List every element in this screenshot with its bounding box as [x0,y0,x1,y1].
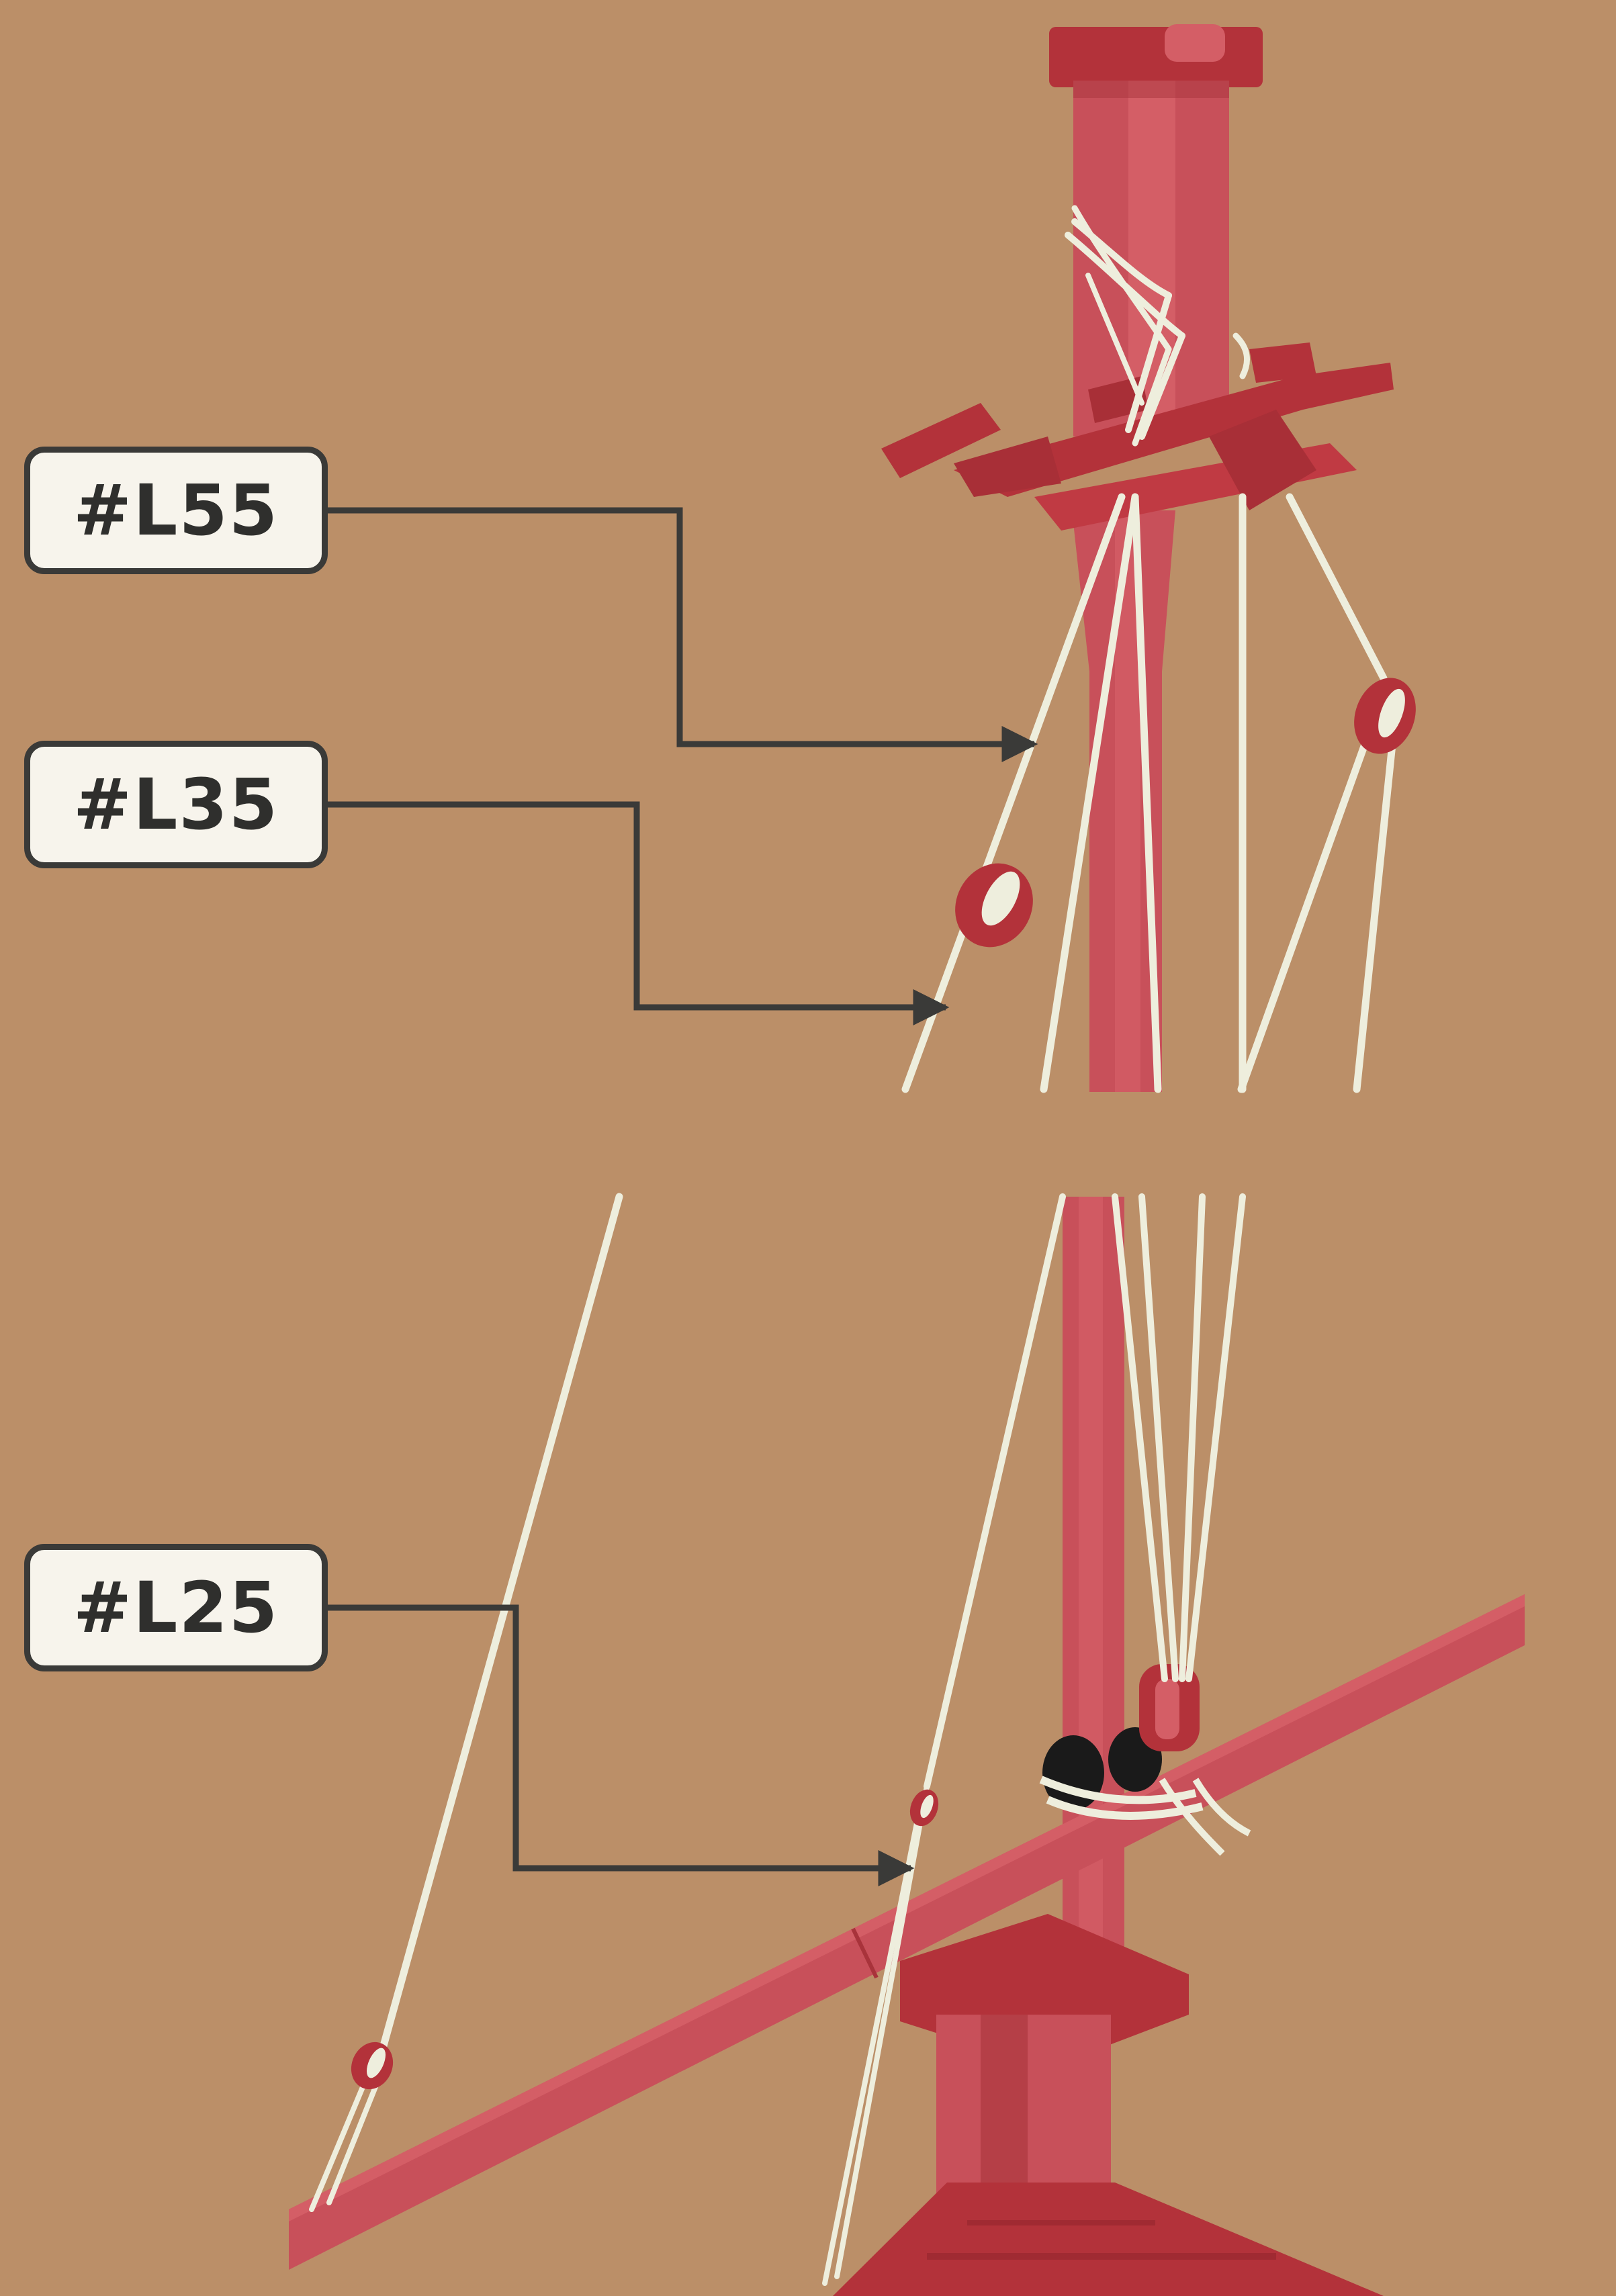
yard [289,1594,1525,2270]
bottom-panel [289,1193,1525,2296]
top-panel [881,24,1416,1093]
callout-l35: #L35 [24,741,328,868]
callout-l25: #L25 [24,1544,328,1671]
yard-block-left [351,2041,394,2090]
masthead-cap [1049,24,1263,87]
leader-line-l35 [328,801,950,1025]
deck-grating [833,2183,1384,2296]
yard-block-center [909,1789,939,1827]
leader-line-l55 [328,507,1038,762]
masthead-lashing [1065,205,1251,447]
yard-parrel [1039,1664,1251,1856]
crosstrees [881,342,1394,531]
leader-lines [328,507,1038,1886]
deadeye-block-left [955,863,1033,948]
leader-line-l25 [328,1604,915,1886]
deadeye-block-right [1354,678,1416,754]
callout-l55: #L55 [24,447,328,574]
